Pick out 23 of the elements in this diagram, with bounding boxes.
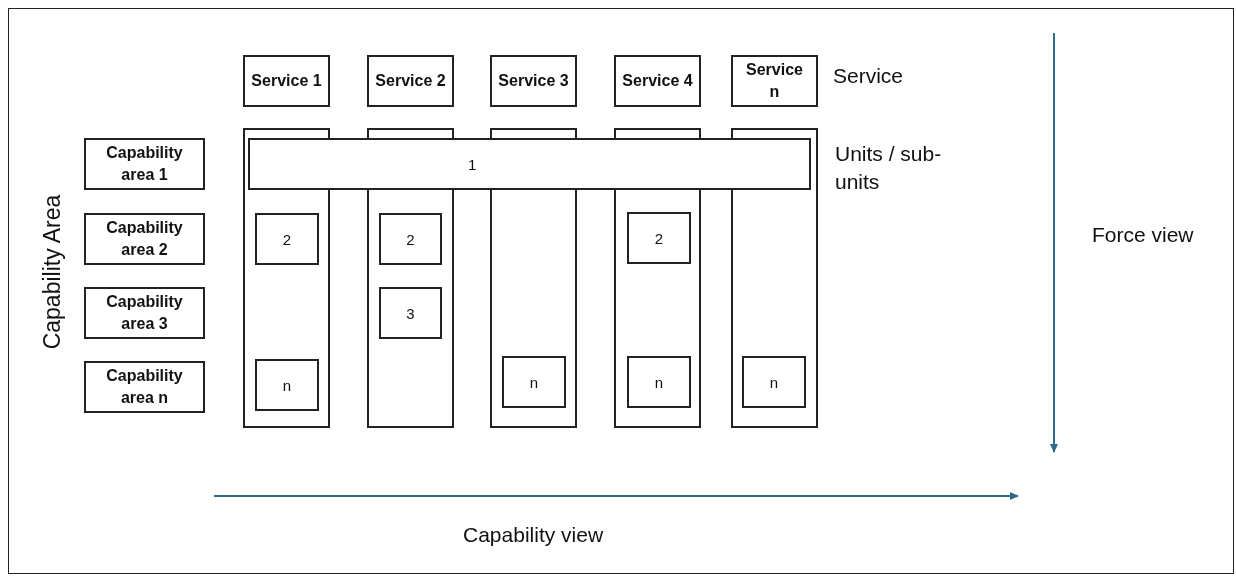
unit-box: 2 <box>255 213 319 265</box>
capability-area-box: Capability area 3 <box>84 287 205 339</box>
row-label: Units / sub-units <box>835 141 943 195</box>
service-box: Service n <box>731 55 818 107</box>
unit-box: 1 <box>248 138 811 190</box>
unit-box: n <box>627 356 691 408</box>
service-box: Service 4 <box>614 55 701 107</box>
axis-label: Capability Area <box>38 194 66 350</box>
capability-area-box: Capability area n <box>84 361 205 413</box>
unit-box: 2 <box>379 213 442 265</box>
service-box: Service 1 <box>243 55 330 107</box>
capability-area-box: Capability area 1 <box>84 138 205 190</box>
axis-label: Capability view <box>463 523 604 547</box>
capability-area-box: Capability area 2 <box>84 213 205 265</box>
unit-box: n <box>255 359 319 411</box>
unit-box: 2 <box>627 212 691 264</box>
service-box: Service 3 <box>490 55 577 107</box>
service-box: Service 2 <box>367 55 454 107</box>
unit-box: n <box>502 356 566 408</box>
row-label: Service <box>833 64 904 88</box>
unit-box: 3 <box>379 287 442 339</box>
axis-label: Force view <box>1092 223 1194 247</box>
unit-box: n <box>742 356 806 408</box>
